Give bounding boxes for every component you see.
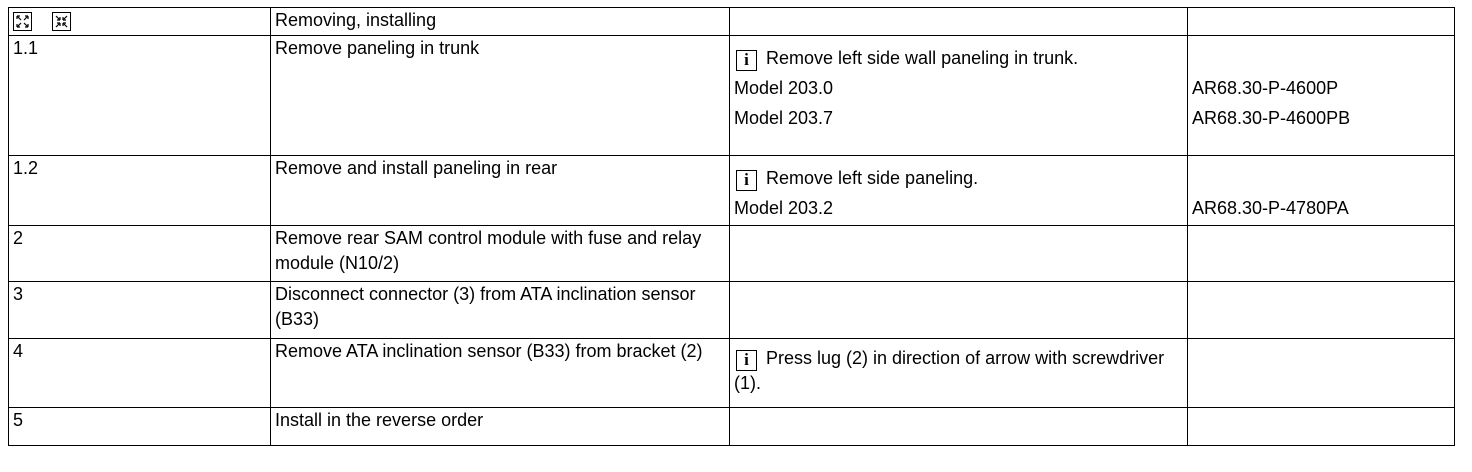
step-action: Install in the reverse order	[270, 407, 730, 446]
step-action: Remove paneling in trunk	[270, 35, 730, 156]
step-number: 1.1	[8, 35, 271, 156]
step-number: 2	[8, 225, 271, 282]
step-note-cell	[729, 407, 1188, 446]
header-empty-cell	[1187, 7, 1455, 36]
step-number: 5	[8, 407, 271, 446]
step-note-cell	[729, 225, 1188, 282]
table-row: 1.2 Remove and install paneling in rear …	[8, 155, 1455, 226]
step-number: 1.2	[8, 155, 271, 226]
step-note-cell: i Remove left side wall paneling in trunk…	[729, 35, 1188, 156]
step-action: Remove ATA inclination sensor (B33) from…	[270, 338, 730, 408]
table-row: 2 Remove rear SAM control module with fu…	[8, 225, 1455, 282]
table-header-row: Removing, installing	[8, 7, 1455, 36]
header-title: Removing, installing	[270, 7, 730, 36]
info-icon: i	[736, 170, 757, 191]
step-action: Remove rear SAM control module with fuse…	[270, 225, 730, 282]
table-row: 3 Disconnect connector (3) from ATA incl…	[8, 281, 1455, 339]
table-row: 5 Install in the reverse order	[8, 407, 1455, 446]
header-icons-cell	[8, 7, 271, 36]
table-row: 4 Remove ATA inclination sensor (B33) fr…	[8, 338, 1455, 408]
step-action: Remove and install paneling in rear	[270, 155, 730, 226]
step-number: 3	[8, 281, 271, 339]
reference-cell	[1187, 225, 1455, 282]
step-number: 4	[8, 338, 271, 408]
procedure-table: Removing, installing 1.1 Remove paneling…	[8, 7, 1455, 446]
collapse-icon[interactable]	[52, 12, 71, 31]
reference-link[interactable]: AR68.30-P-4600P	[1192, 78, 1339, 98]
reference-cell: AR68.30-P-4780PA	[1187, 155, 1455, 226]
step-note: Remove left side wall paneling in trunk.	[766, 48, 1079, 68]
reference-link[interactable]: AR68.30-P-4780PA	[1192, 198, 1349, 218]
step-note-cell: i Remove left side paneling. Model 203.2	[729, 155, 1188, 226]
reference-cell	[1187, 338, 1455, 408]
step-note-cell	[729, 281, 1188, 339]
expand-icon[interactable]	[13, 12, 32, 31]
step-note: Press lug (2) in direction of arrow with…	[734, 348, 1165, 393]
info-icon: i	[736, 350, 757, 371]
model-label: Model 203.7	[734, 108, 834, 128]
step-note: Remove left side paneling.	[766, 168, 979, 188]
step-action: Disconnect connector (3) from ATA inclin…	[270, 281, 730, 339]
reference-cell	[1187, 281, 1455, 339]
model-label: Model 203.0	[734, 78, 834, 98]
header-empty-cell	[729, 7, 1188, 36]
info-icon: i	[736, 50, 757, 71]
reference-link[interactable]: AR68.30-P-4600PB	[1192, 108, 1351, 128]
reference-cell: AR68.30-P-4600P AR68.30-P-4600PB	[1187, 35, 1455, 156]
table-row: 1.1 Remove paneling in trunk i Remove lef…	[8, 35, 1455, 156]
reference-cell	[1187, 407, 1455, 446]
model-label: Model 203.2	[734, 198, 834, 218]
